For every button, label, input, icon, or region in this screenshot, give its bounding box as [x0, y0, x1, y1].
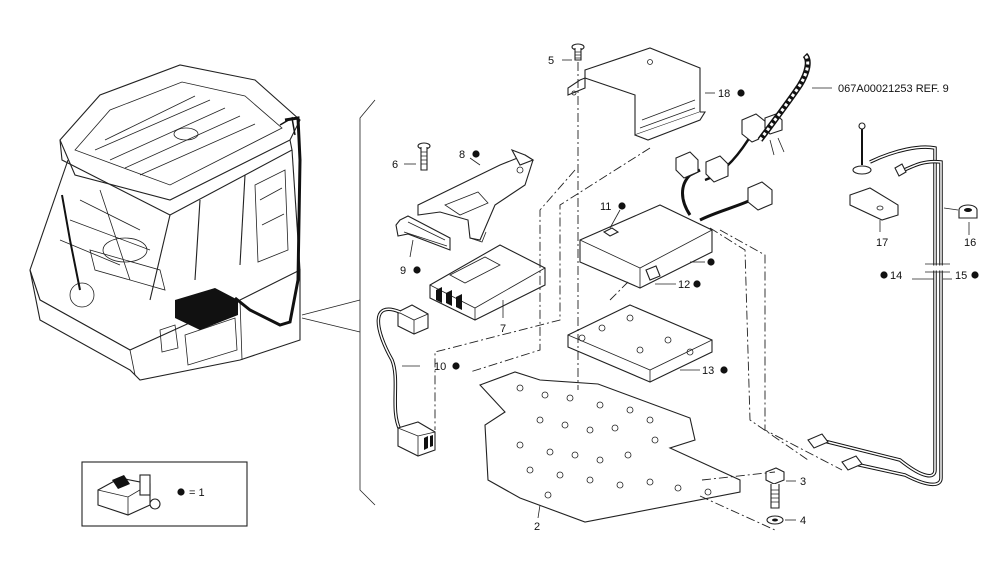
part-4-washer	[766, 515, 796, 525]
legend-inset	[81, 461, 248, 527]
part-17-bracket	[849, 187, 899, 232]
callout-9: 9	[400, 265, 421, 277]
part-5-screw	[562, 43, 585, 61]
part-3-bolt	[765, 467, 796, 509]
callout-7: 7	[500, 323, 506, 335]
callout-12-dot	[707, 258, 715, 266]
part-6-screw	[404, 142, 431, 171]
separator-line	[359, 99, 376, 506]
callout-14: 14	[880, 270, 902, 282]
svg-text:10: 10	[434, 361, 446, 373]
callout-18: 18	[718, 88, 745, 100]
callout-17: 17	[876, 237, 888, 249]
svg-text:9: 9	[400, 265, 406, 277]
reference-label: 067A00021253 REF. 9	[838, 83, 949, 95]
part-10-harness	[376, 304, 436, 457]
unit-harness	[675, 52, 832, 222]
svg-text:8: 8	[459, 149, 465, 161]
assembly-lines	[434, 62, 843, 531]
callout-12: 12	[678, 279, 701, 291]
svg-text:14: 14	[890, 270, 902, 282]
callout-3: 3	[800, 476, 806, 488]
callout-1: = 1	[177, 487, 205, 499]
part-12-control-unit	[579, 204, 713, 289]
cab-illustration	[29, 64, 361, 381]
callout-11: 11	[600, 201, 626, 213]
part-2-base-plate	[479, 371, 741, 523]
callout-labels: 5 18 067A00021253 REF. 9 6 8 11 9 12 7 1…	[177, 55, 979, 533]
part-9-clip	[395, 215, 451, 258]
svg-text:11: 11	[600, 201, 611, 213]
part-16-grommet	[943, 204, 978, 235]
svg-text:12: 12	[678, 279, 690, 291]
part-7-module	[429, 244, 546, 321]
part-8-bracket	[417, 148, 535, 243]
svg-text:= 1: = 1	[189, 487, 205, 499]
callout-5: 5	[548, 55, 554, 67]
callout-13: 13	[702, 365, 728, 377]
callout-8: 8	[459, 149, 480, 161]
callout-15: 15	[955, 270, 979, 282]
part-14-15-cables	[807, 122, 952, 487]
svg-text:15: 15	[955, 270, 967, 282]
callout-2: 2	[534, 521, 540, 533]
part-18-bracket	[567, 47, 715, 141]
part-13-plate	[567, 304, 713, 383]
callout-4: 4	[800, 515, 806, 527]
svg-text:13: 13	[702, 365, 714, 377]
callout-6: 6	[392, 159, 398, 171]
callout-16: 16	[964, 237, 976, 249]
callout-10: 10	[434, 361, 460, 373]
svg-text:18: 18	[718, 88, 730, 100]
